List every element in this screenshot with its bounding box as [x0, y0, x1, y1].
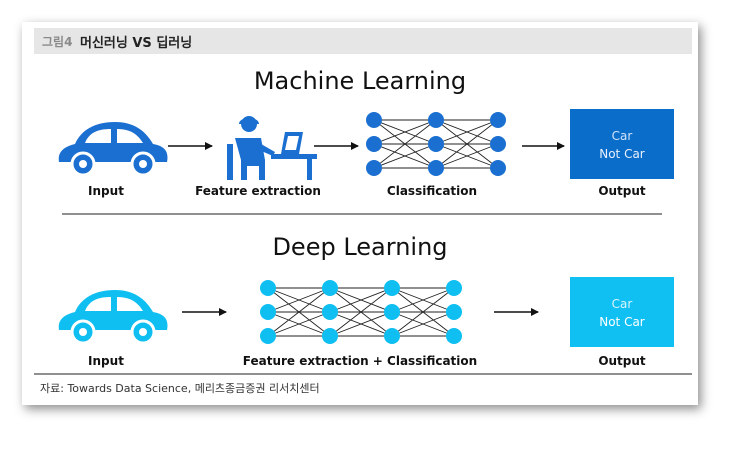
dl-title: Deep Learning	[272, 233, 447, 261]
network-edge	[267, 287, 331, 313]
ml-title: Machine Learning	[254, 67, 466, 95]
network-node	[322, 280, 338, 296]
ml-output-label-car: Car	[612, 129, 633, 143]
ml-car-icon	[58, 122, 168, 177]
ml-neural-network-icon	[366, 112, 506, 176]
network-node	[322, 328, 338, 344]
network-node	[446, 328, 462, 344]
network-node	[428, 136, 444, 152]
network-connections	[373, 119, 499, 169]
figure-card: 그림4 머신러닝 VS 딥러닝 Machine Learning Input	[22, 22, 698, 405]
diagram-canvas: Machine Learning Input Feature extractio…	[34, 67, 692, 375]
ml-step-input: Input	[88, 184, 124, 198]
network-edge	[267, 287, 331, 337]
ml-person-at-desk-icon	[227, 116, 317, 180]
network-node	[446, 280, 462, 296]
network-edge	[329, 311, 393, 337]
source-note: 자료: Towards Data Science, 메리츠종금증권 리서치센터	[40, 382, 320, 395]
network-edge	[373, 119, 437, 169]
network-edge	[373, 143, 437, 169]
network-edge	[329, 287, 393, 313]
network-node	[428, 160, 444, 176]
network-edge	[391, 287, 455, 313]
dl-output-label-car: Car	[612, 297, 633, 311]
dl-output-label-not-car: Not Car	[599, 315, 645, 329]
network-node	[260, 280, 276, 296]
ml-step-output: Output	[598, 184, 646, 198]
network-node	[384, 304, 400, 320]
ml-output-box	[570, 109, 674, 179]
network-edge	[373, 119, 437, 145]
network-node	[260, 304, 276, 320]
network-connections	[267, 287, 455, 337]
network-edge	[267, 311, 331, 337]
network-edge	[435, 119, 499, 169]
figure-header: 그림4 머신러닝 VS 딥러닝	[34, 28, 692, 54]
dl-car-icon	[58, 290, 168, 345]
network-node	[384, 328, 400, 344]
ml-output-label-not-car: Not Car	[599, 147, 645, 161]
network-node	[490, 136, 506, 152]
network-node	[446, 304, 462, 320]
ml-step-classification: Classification	[387, 184, 477, 198]
network-node	[366, 160, 382, 176]
figure-number: 그림4	[42, 35, 73, 49]
network-edge	[435, 143, 499, 169]
network-node	[322, 304, 338, 320]
network-node	[384, 280, 400, 296]
dl-step-input: Input	[88, 354, 124, 368]
dl-step-feature-classification: Feature extraction + Classification	[243, 354, 477, 368]
figure-title: 머신러닝 VS 딥러닝	[80, 36, 193, 51]
dl-neural-network-icon	[260, 280, 462, 344]
dl-output-box	[570, 277, 674, 347]
network-node	[366, 112, 382, 128]
network-node	[260, 328, 276, 344]
network-edge	[329, 287, 393, 337]
network-edge	[391, 287, 455, 337]
network-edge	[435, 119, 499, 145]
network-node	[490, 112, 506, 128]
ml-step-feature-extraction: Feature extraction	[195, 184, 321, 198]
network-node	[428, 112, 444, 128]
dl-step-output: Output	[598, 354, 646, 368]
network-node	[490, 160, 506, 176]
network-node	[366, 136, 382, 152]
network-edge	[391, 311, 455, 337]
